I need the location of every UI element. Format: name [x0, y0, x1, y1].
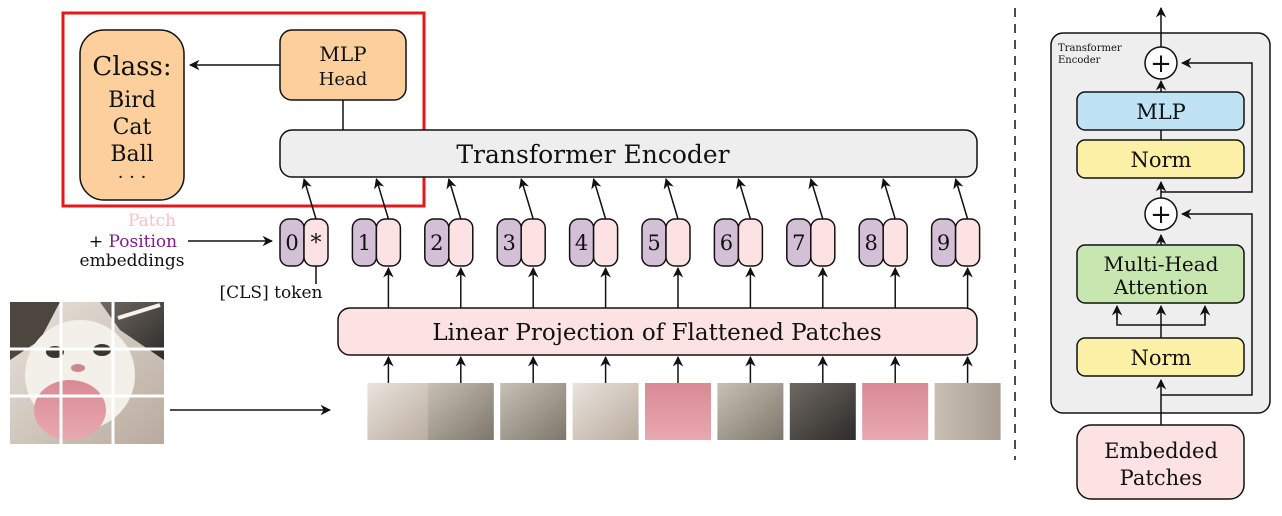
transformer-encoder-bar [279, 129, 978, 178]
linear-projection-label: Linear Projection of Flattened Patches [432, 320, 881, 346]
position-index-6: 6 [720, 231, 733, 255]
token-to-encoder-arrow-3 [518, 177, 534, 220]
position-index-8: 8 [865, 231, 878, 255]
token-to-encoder-arrow-2 [446, 177, 462, 220]
embedded-patches-line1: Embedded [1104, 439, 1218, 463]
token-to-encoder-arrow-4 [591, 177, 607, 220]
position-index-4: 4 [575, 231, 588, 255]
token-to-encoder-arrow-8 [880, 177, 896, 220]
position-index-7: 7 [792, 231, 805, 255]
patch-embedding-6 [737, 218, 764, 267]
class-item-ball: Ball [110, 142, 153, 167]
token-to-encoder-arrow-0 [301, 177, 317, 220]
patch-embedding-1 [375, 218, 402, 267]
token-8: 8 [858, 177, 908, 308]
patch-embedding-2 [448, 218, 474, 267]
encoder-mlp-label: MLP [1136, 100, 1186, 124]
patch-embedding-8 [882, 218, 908, 267]
token-0: 0* [279, 177, 329, 284]
residual-add-top [1144, 46, 1178, 80]
encoder-block-label-1: Transformer [1058, 43, 1122, 54]
token-3: 3 [496, 177, 546, 308]
input-image [10, 302, 164, 444]
token-to-encoder-arrow-7 [808, 177, 824, 220]
highlight-frame [61, 11, 426, 208]
embed-label-position: Position [109, 232, 178, 252]
class-title: Class: [92, 52, 171, 82]
token-2: 2 [424, 177, 474, 308]
patch-image-8 [862, 355, 929, 440]
position-index-0: 0 [285, 231, 298, 255]
mlp-head-line2: Head [319, 69, 368, 90]
token-7: 7 [786, 177, 836, 308]
position-index-2: 2 [430, 231, 443, 255]
token-1: 1 [351, 177, 402, 308]
token-to-encoder-arrow-1 [374, 177, 390, 220]
token-to-encoder-arrow-9 [953, 177, 969, 220]
embed-label-patch: Patch [128, 211, 176, 231]
embed-label-embeddings: embeddings [80, 251, 185, 271]
encoder-norm-top-label: Norm [1131, 148, 1192, 172]
class-item-bird: Bird [108, 88, 156, 113]
class-ellipsis: · · · [118, 167, 147, 188]
patch-embedding-5 [665, 218, 691, 267]
residual-add-middle-symbol: + [1150, 200, 1172, 230]
patch-image-2 [427, 355, 494, 440]
patch-image-9 [934, 355, 1001, 440]
embedded-patches-line2: Patches [1120, 466, 1203, 490]
patch-image-1 [367, 355, 434, 440]
patch-image-6 [717, 355, 784, 440]
token-6: 6 [713, 177, 764, 308]
token-to-encoder-arrow-5 [663, 177, 679, 220]
flattened-patches [367, 355, 1001, 440]
class-item-cat: Cat [113, 115, 152, 140]
encoder-attention-line2: Attention [1113, 275, 1208, 299]
residual-skip-bottom [1161, 208, 1253, 396]
patch-embedding-4 [592, 218, 619, 267]
cls-symbol: * [311, 231, 322, 256]
transformer-encoder-label: Transformer Encoder [456, 140, 729, 169]
patch-embedding-9 [954, 218, 981, 267]
encoder-norm-bottom-box [1076, 337, 1245, 377]
patch-image-3 [500, 355, 567, 440]
patch-embedding-7 [810, 218, 836, 267]
residual-add-top-symbol: + [1150, 49, 1172, 79]
residual-skip-top [1161, 57, 1253, 193]
cls-token-label: [CLS] token [220, 283, 323, 303]
patch-image-4 [572, 355, 639, 440]
token-to-encoder-arrow-6 [736, 177, 752, 220]
encoder-attention-line1: Multi-Head [1104, 252, 1219, 276]
embed-label-plus: + [89, 232, 103, 252]
position-index-1: 1 [358, 231, 371, 255]
token-9: 9 [930, 177, 981, 308]
patch-image-7 [789, 355, 856, 440]
linear-projection-bar [337, 307, 978, 356]
encoder-block-label-2: Encoder [1058, 55, 1101, 66]
embed-label-position-line: + Position [89, 232, 177, 252]
position-index-5: 5 [647, 231, 660, 255]
position-index-9: 9 [937, 231, 950, 255]
token-4: 4 [568, 177, 619, 308]
encoder-norm-bottom-label: Norm [1131, 346, 1192, 370]
token-5: 5 [641, 177, 691, 308]
mlp-head-line1: MLP [319, 42, 366, 66]
embedded-patches-box [1076, 424, 1245, 500]
patch-embedding-3 [520, 218, 546, 267]
class-box [79, 29, 185, 201]
position-index-3: 3 [503, 231, 516, 255]
patch-image-5 [645, 355, 711, 440]
